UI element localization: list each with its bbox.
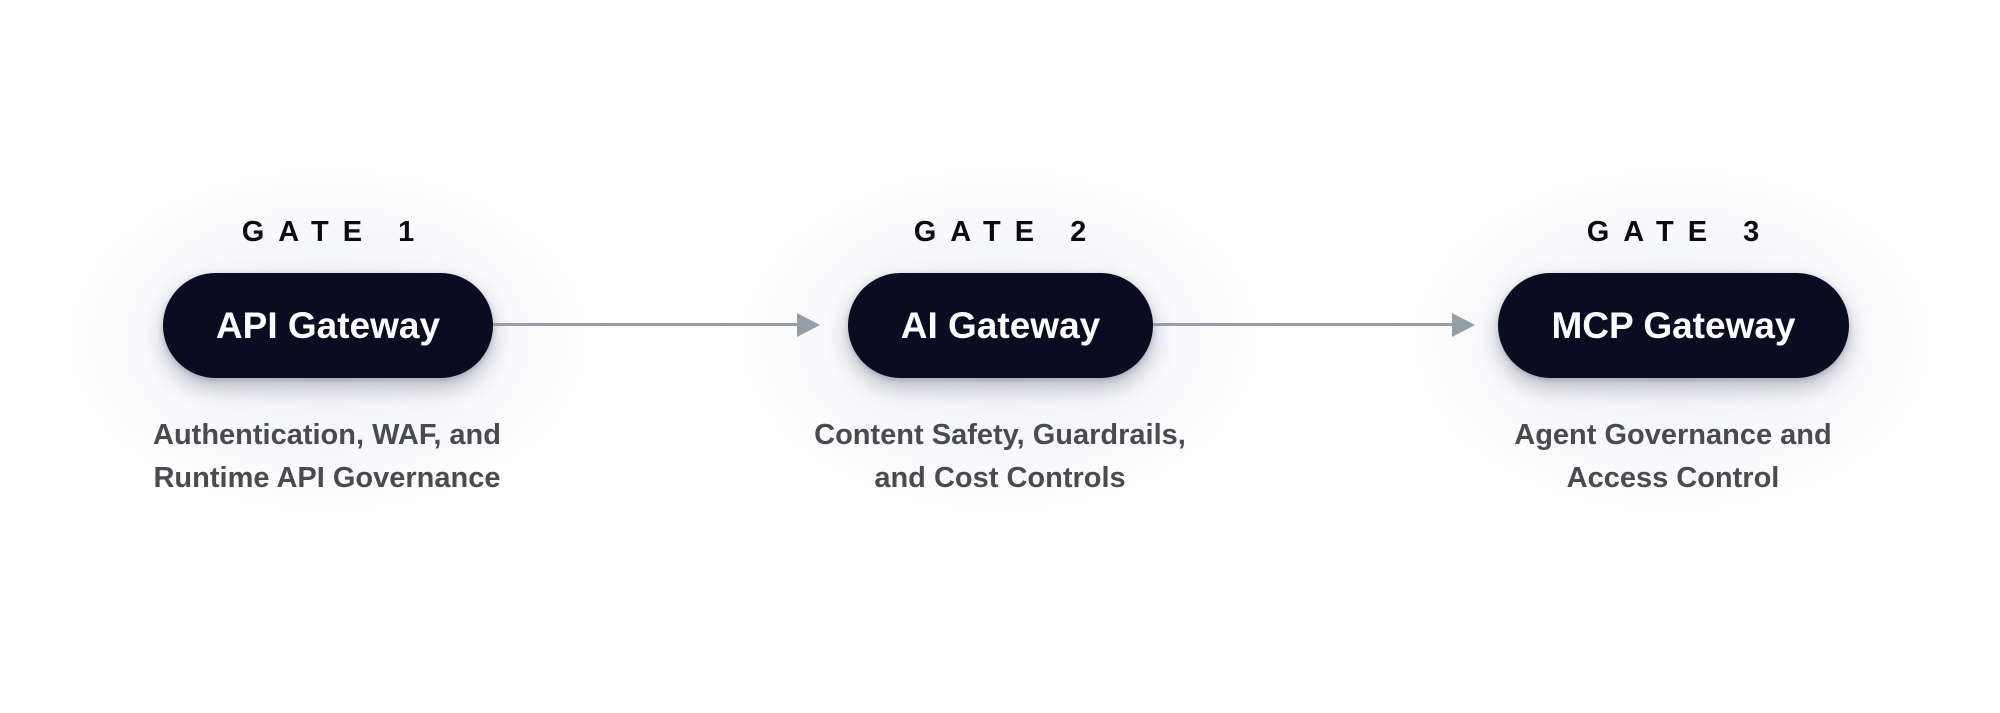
description-line: Authentication, WAF, and [153, 419, 501, 451]
ai-gateway-node[interactable]: AI Gateway [848, 273, 1153, 378]
description-line: Content Safety, Guardrails, [814, 419, 1186, 451]
connector-api-to-ai [493, 313, 820, 337]
api-gateway-node[interactable]: API Gateway [163, 273, 493, 378]
description-line: Access Control [1566, 462, 1780, 494]
description-line: Agent Governance and [1514, 419, 1832, 451]
mcp-gateway-description: Agent Governance and Access Control [1443, 414, 1903, 500]
arrow-right-icon [1452, 313, 1475, 337]
connector-line [493, 323, 799, 326]
description-line: and Cost Controls [874, 462, 1126, 494]
ai-gateway-description: Content Safety, Guardrails, and Cost Con… [770, 414, 1230, 500]
description-line: Runtime API Governance [153, 462, 501, 494]
mcp-gateway-node[interactable]: MCP Gateway [1498, 273, 1849, 378]
arrow-right-icon [797, 313, 820, 337]
connector-ai-to-mcp [1153, 313, 1475, 337]
gate-2-label: GATE 2 [913, 216, 1101, 248]
connector-line [1153, 323, 1454, 326]
gate-3-label: GATE 3 [1586, 216, 1774, 248]
gate-1-label: GATE 1 [241, 216, 429, 248]
api-gateway-description: Authentication, WAF, and Runtime API Gov… [97, 414, 557, 500]
